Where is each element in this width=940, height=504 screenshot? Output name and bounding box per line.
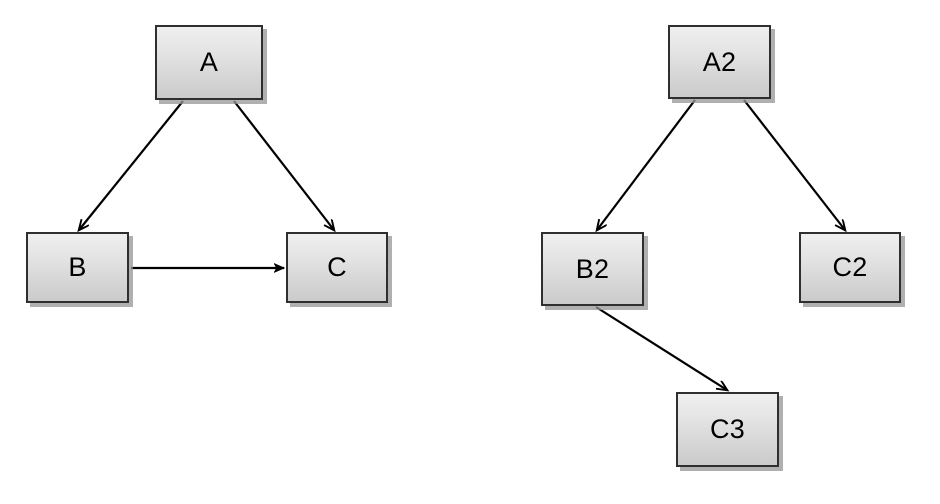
node-c3[interactable]: C3 <box>676 392 779 467</box>
node-label: C3 <box>709 414 746 444</box>
node-label: B <box>68 252 87 282</box>
node-c[interactable]: C <box>286 232 388 303</box>
node-label: B2 <box>575 253 610 284</box>
edge-a-to-c[interactable] <box>233 100 334 230</box>
node-label: A <box>199 47 219 77</box>
edge-a2-to-c2[interactable] <box>743 99 845 230</box>
edge-b2-to-c3[interactable] <box>595 306 727 390</box>
node-a2[interactable]: A2 <box>668 25 771 99</box>
node-label: C <box>327 252 347 282</box>
edge-a2-to-b2[interactable] <box>597 99 696 230</box>
node-c2[interactable]: C2 <box>799 232 901 303</box>
edge-group <box>79 99 845 390</box>
node-b2[interactable]: B2 <box>541 232 644 306</box>
node-label: C2 <box>832 252 868 282</box>
node-label: A2 <box>702 46 737 77</box>
node-b[interactable]: B <box>26 232 129 303</box>
node-a[interactable]: A <box>155 25 263 100</box>
edge-a-to-b[interactable] <box>79 100 184 230</box>
